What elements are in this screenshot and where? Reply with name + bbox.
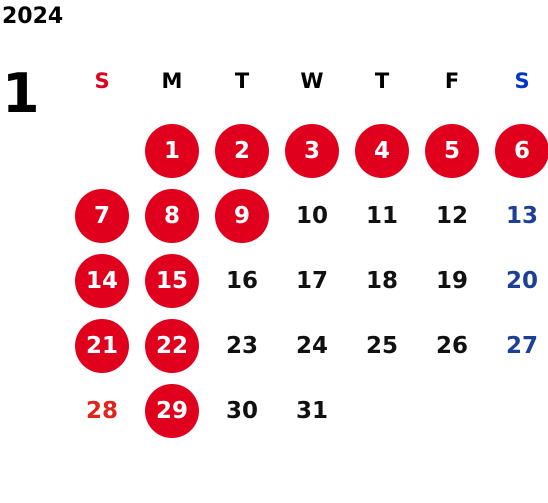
day-cell-2: 2 (215, 124, 269, 178)
weekday-header-saturday: S (514, 69, 530, 93)
calendar-year: 2024 (2, 4, 64, 29)
day-cell-16: 16 (225, 268, 258, 294)
weekday-header-thursday: T (374, 69, 390, 93)
day-cell-6: 6 (495, 124, 548, 178)
day-cell-26: 26 (435, 333, 468, 359)
day-cell-29: 29 (145, 384, 199, 438)
day-cell-15: 15 (145, 254, 199, 308)
day-cell-21: 21 (75, 319, 129, 373)
day-cell-3: 3 (285, 124, 339, 178)
day-cell-5: 5 (425, 124, 479, 178)
weekday-header-friday: F (444, 69, 460, 93)
day-cell-7: 7 (75, 189, 129, 243)
day-cell-19: 19 (435, 268, 468, 294)
day-cell-22: 22 (145, 319, 199, 373)
day-cell-1: 1 (145, 124, 199, 178)
day-cell-25: 25 (365, 333, 398, 359)
day-cell-11: 11 (365, 203, 398, 229)
day-cell-18: 18 (365, 268, 398, 294)
weekday-header-tuesday: T (234, 69, 250, 93)
day-cell-20: 20 (505, 268, 538, 294)
weekday-header-monday: M (161, 69, 183, 93)
day-cell-12: 12 (435, 203, 468, 229)
day-cell-31: 31 (295, 398, 328, 424)
day-cell-8: 8 (145, 189, 199, 243)
day-cell-4: 4 (355, 124, 409, 178)
day-cell-14: 14 (75, 254, 129, 308)
weekday-header-wednesday: W (300, 69, 324, 93)
day-cell-30: 30 (225, 398, 258, 424)
day-cell-28: 28 (85, 398, 118, 424)
calendar-month: 1 (2, 62, 40, 125)
weekday-header-sunday: S (94, 69, 110, 93)
day-cell-13: 13 (505, 203, 538, 229)
day-cell-9: 9 (215, 189, 269, 243)
day-cell-27: 27 (505, 333, 538, 359)
day-cell-24: 24 (295, 333, 328, 359)
day-cell-23: 23 (225, 333, 258, 359)
day-cell-10: 10 (295, 203, 328, 229)
day-cell-17: 17 (295, 268, 328, 294)
